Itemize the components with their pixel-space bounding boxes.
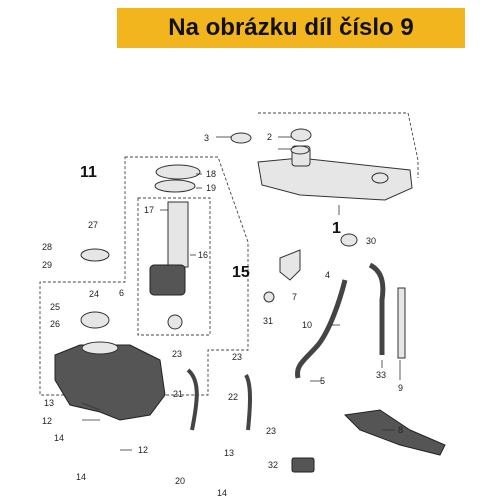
banner-title: Na obrázku díl číslo 9 (168, 14, 414, 41)
callout-12b: 12 (138, 445, 148, 455)
callout-3: 3 (204, 133, 209, 143)
group-outline-15 (137, 197, 211, 336)
callout-13a: 13 (44, 398, 54, 408)
callout-26: 26 (50, 319, 60, 329)
hose-10-part (294, 279, 348, 379)
callout-30: 30 (366, 236, 376, 246)
callout-17: 17 (144, 205, 154, 215)
callout-27: 27 (88, 220, 98, 230)
callout-10: 10 (302, 320, 312, 330)
callout-9: 9 (398, 383, 403, 393)
callout-31: 31 (263, 316, 273, 326)
callout-1: 1 (332, 220, 341, 237)
callout-28: 28 (42, 242, 52, 252)
callout-33: 33 (376, 370, 386, 380)
gasket-part (80, 248, 110, 262)
callout-15: 15 (232, 264, 250, 281)
callout-11: 11 (80, 164, 97, 181)
callout-23b: 23 (232, 352, 242, 362)
callout-14b: 14 (76, 472, 86, 482)
callout-29: 29 (42, 260, 52, 270)
callout-13b: 13 (224, 448, 234, 458)
tank-neck-part (81, 341, 119, 355)
callout-4: 4 (325, 270, 330, 280)
callout-7: 7 (292, 292, 297, 302)
rod-part (397, 287, 406, 359)
bracket-part (279, 249, 301, 281)
callout-16: 16 (198, 250, 208, 260)
hose-21-part (186, 368, 199, 431)
bracket-8-part (343, 409, 446, 456)
callout-14a: 14 (54, 433, 64, 443)
ring-19-part (154, 179, 196, 193)
callout-2: 2 (267, 132, 272, 142)
callout-21: 21 (173, 389, 183, 399)
title-banner: Na obrázku díl číslo 9 (117, 8, 465, 48)
group-outline-1 (258, 112, 419, 178)
hose-22-part (244, 373, 252, 431)
callout-18: 18 (206, 169, 216, 179)
clamp-30-part (340, 233, 358, 247)
callout-23c: 23 (266, 426, 276, 436)
ring-18-part (155, 164, 201, 180)
callout-14c: 14 (217, 488, 227, 498)
callout-23a: 23 (172, 349, 182, 359)
hose-33-part (368, 262, 386, 355)
callout-19: 19 (206, 183, 216, 193)
callout-5: 5 (320, 376, 325, 386)
callout-12a: 12 (42, 416, 52, 426)
seal-ring-part (230, 132, 310, 155)
fuel-pump-part (167, 201, 189, 268)
fuel-tank-part (54, 344, 166, 421)
cap-part (80, 311, 110, 329)
pump-filter-part (167, 314, 183, 330)
callout-24: 24 (89, 289, 99, 299)
leader-lines (81, 136, 401, 451)
pump-body-part (149, 264, 186, 296)
connector-part (291, 457, 315, 473)
nut-part (263, 291, 275, 303)
callout-20: 20 (175, 476, 185, 486)
reservoir-part (257, 128, 413, 201)
callout-8: 8 (398, 425, 403, 435)
callout-25: 25 (50, 302, 60, 312)
callout-22: 22 (228, 392, 238, 402)
callout-6: 6 (119, 288, 124, 298)
callout-32: 32 (268, 460, 278, 470)
